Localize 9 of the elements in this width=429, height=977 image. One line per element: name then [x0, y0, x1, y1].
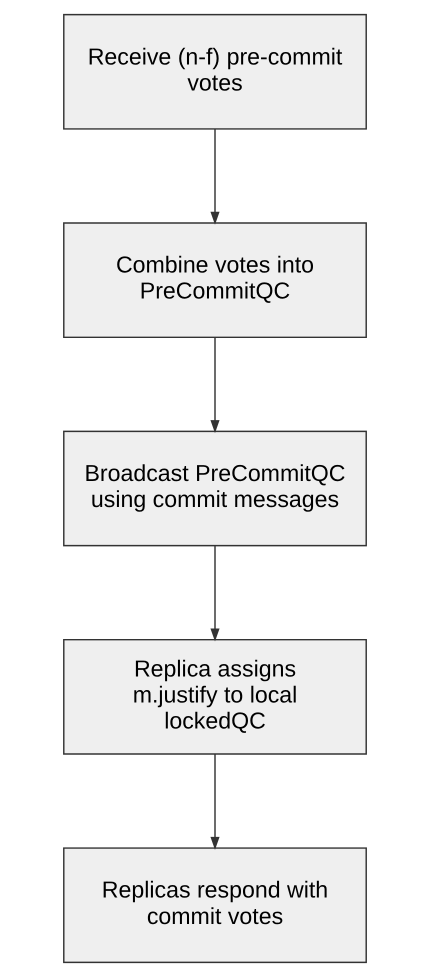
node-box: Receive (n-f) pre-commit votes [62, 14, 366, 130]
arrow [210, 546, 220, 642]
node-box: Replica assigns m.justify to local lockedQC [62, 638, 366, 755]
node-box: Combine votes into PreCommitQC [62, 222, 366, 338]
arrow [210, 338, 220, 434]
node-box: Broadcast PreCommitQC using commit messages [62, 430, 366, 546]
node-box: Replicas respond with commit votes [62, 847, 366, 964]
arrow [210, 754, 220, 850]
arrow [210, 129, 220, 225]
